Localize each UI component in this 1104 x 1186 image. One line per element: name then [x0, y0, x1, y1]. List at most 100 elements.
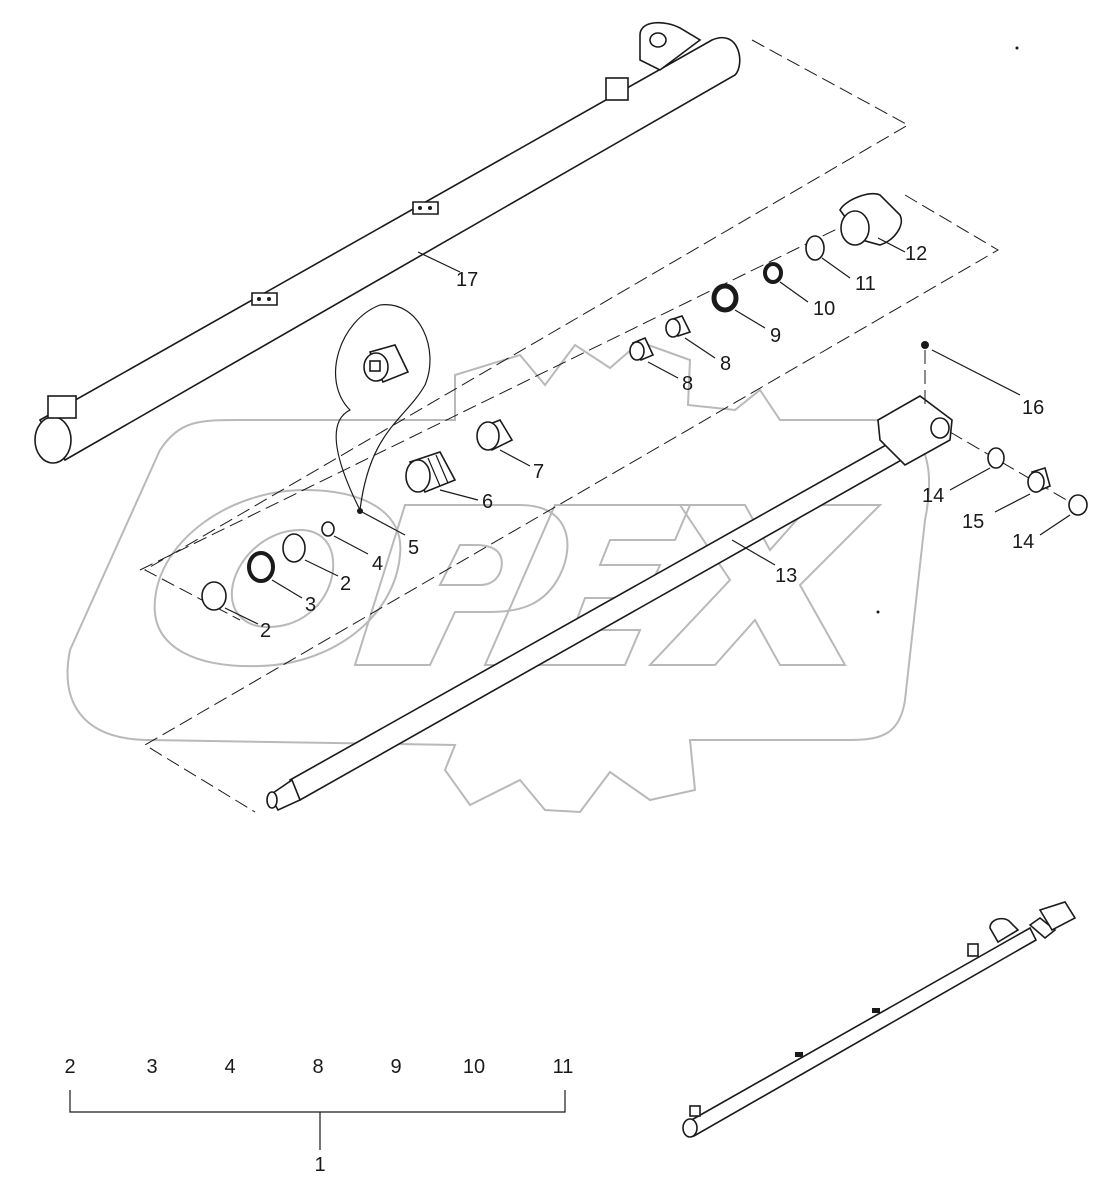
callout-13: 13 [775, 565, 797, 587]
envelope-barrel [143, 39, 910, 621]
leader-8b [647, 361, 679, 379]
part-6-piston[interactable] [405, 451, 457, 494]
watermark-logo [66, 340, 931, 814]
barrel-body [38, 36, 741, 462]
barrel-port-block [605, 77, 629, 101]
callout-2a: 2 [340, 573, 351, 595]
kit-item-6: 11 [553, 1056, 574, 1078]
part-4-o-ring[interactable] [321, 521, 335, 537]
detail-balloon [335, 304, 431, 511]
leader-2b [224, 607, 259, 625]
thumb-end-cap [682, 1118, 698, 1138]
part-9-wiper[interactable] [711, 283, 739, 313]
callout-10: 10 [813, 298, 835, 320]
rod-eye-hole [930, 417, 950, 439]
leader-12 [877, 237, 906, 253]
leader-3 [271, 579, 303, 599]
barrel-clevis-hole [649, 32, 667, 48]
barrel-bracket-2 [251, 292, 278, 306]
part-15-pin-bushing[interactable] [1027, 466, 1051, 494]
thumb-port [967, 943, 979, 957]
callout-15: 15 [962, 511, 984, 533]
leader-7 [499, 449, 531, 467]
thumb-eye-block [1038, 901, 1077, 932]
rod-shaft [288, 438, 907, 802]
leader-11 [821, 257, 851, 279]
axis-line-seals [139, 224, 846, 571]
thumb-base-block [689, 1105, 701, 1117]
assembled-cylinder-thumbnail[interactable] [682, 901, 1077, 1138]
grease-fitting-head [921, 341, 929, 349]
gland-face [840, 210, 870, 246]
callout-16: 16 [1022, 397, 1044, 419]
callout-14b: 14 [1012, 531, 1034, 553]
callout-8a: 8 [720, 353, 731, 375]
part-5-nut-detail[interactable] [335, 304, 431, 514]
leader-9 [734, 309, 766, 329]
part-14-o-ring-a[interactable] [987, 447, 1005, 469]
part-2-ring-lower[interactable] [201, 581, 227, 611]
kit-item-4: 9 [390, 1056, 401, 1078]
callout-6: 6 [482, 491, 493, 513]
leader-13 [731, 539, 776, 566]
bracket-1-bolt-b [428, 206, 432, 210]
leader-14a [949, 467, 991, 491]
leader-8a [684, 337, 716, 359]
bushing-b-face [629, 341, 645, 361]
bracket-2-bolt-a [257, 297, 261, 301]
kit-item-3: 8 [312, 1056, 323, 1078]
thumb-rod-end [1028, 917, 1057, 940]
callout-3: 3 [305, 594, 316, 616]
kit-item-5: 10 [463, 1056, 485, 1078]
bushing-a-face [665, 318, 681, 338]
part-17-cylinder-barrel[interactable] [34, 21, 741, 464]
part-13-piston-rod[interactable] [266, 395, 953, 812]
kit-item-2: 4 [224, 1056, 235, 1078]
nut-point [357, 508, 363, 514]
part-16-grease-fitting[interactable] [921, 341, 929, 408]
callout-14a: 14 [922, 485, 944, 507]
ring-2-upper [282, 533, 306, 563]
leader-4 [333, 535, 369, 555]
pin-bushing-face [1027, 471, 1045, 493]
leader-6 [439, 489, 479, 501]
part-7-piston-ring[interactable] [476, 419, 514, 452]
part-8-bushing-a[interactable] [665, 315, 692, 338]
piston-groove-2 [435, 454, 449, 484]
watermark-letter-x [647, 504, 883, 666]
part-11-o-ring[interactable] [805, 235, 825, 261]
piston-groove-1 [427, 457, 441, 487]
speck-b [876, 610, 880, 614]
thumb-bracket-2 [795, 1052, 803, 1057]
leader-17 [417, 251, 461, 273]
callout-11: 11 [855, 273, 876, 295]
thumb-barrel [686, 926, 1038, 1138]
part-2-ring-upper[interactable] [282, 533, 306, 563]
callout-7: 7 [533, 461, 544, 483]
leader-15 [994, 493, 1031, 513]
callout-12: 12 [905, 243, 927, 265]
barrel-bracket-1 [412, 201, 439, 215]
thumb-clevis [989, 917, 1020, 944]
part-14-o-ring-b[interactable] [1068, 494, 1088, 516]
leader-5 [361, 511, 406, 536]
axis-line-pin [949, 431, 1076, 506]
callout-4: 4 [372, 553, 383, 575]
leader-10 [779, 281, 809, 303]
part-12-gland[interactable] [839, 192, 902, 246]
callout-5: 5 [408, 537, 419, 559]
rod-end-tip [266, 791, 278, 809]
leader-2a [304, 559, 339, 577]
barrel-base-block [47, 395, 77, 419]
part-10-seal-ring[interactable] [763, 262, 783, 284]
callout-17: 17 [456, 269, 478, 291]
kit-bracket-line [69, 1090, 566, 1113]
ring-2-lower [201, 581, 227, 611]
kit-item-0: 2 [64, 1056, 75, 1078]
piston-face [405, 459, 431, 493]
barrel-end-cap [34, 416, 72, 464]
part-8-bushing-b[interactable] [629, 336, 655, 362]
kit-bracket: 2 3 4 8 9 10 11 1 [64, 1056, 573, 1176]
part-3-seal[interactable] [247, 551, 275, 583]
